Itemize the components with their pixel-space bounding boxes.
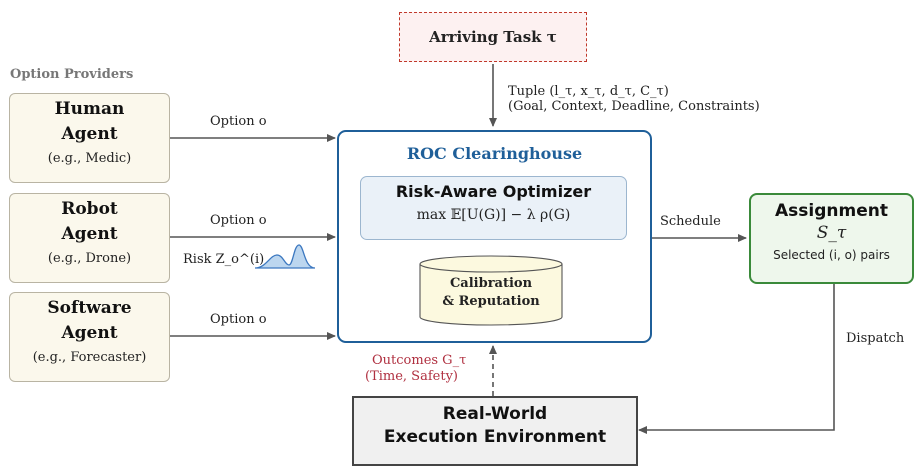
dispatch-arrow xyxy=(638,284,835,434)
option-label-robot: Option o xyxy=(210,213,267,228)
schedule-label: Schedule xyxy=(660,214,721,229)
outcomes-description: (Time, Safety) xyxy=(365,369,458,384)
robot-agent-title-1: Robot xyxy=(61,199,118,219)
environment-title-2: Execution Environment xyxy=(383,427,607,447)
dispatch-label: Dispatch xyxy=(846,331,905,346)
optimizer-formula: max 𝔼[U(G)] − λ ρ(G) xyxy=(416,207,571,223)
software-agent-title-2: Agent xyxy=(61,323,118,343)
calibration-label-1: Calibration xyxy=(449,276,533,291)
calibration-cylinder-shape xyxy=(419,255,563,326)
tuple-label: Tuple (l_τ, x_τ, d_τ, C_τ) xyxy=(508,84,669,99)
assignment-symbol: S_τ xyxy=(816,223,847,243)
tuple-description: (Goal, Context, Deadline, Constraints) xyxy=(508,99,760,114)
risk-distribution-icon xyxy=(254,244,316,269)
robot-agent-example: (e.g., Drone) xyxy=(47,251,132,266)
human-agent-box: Human Agent (e.g., Medic) xyxy=(9,93,170,183)
software-agent-box: Software Agent (e.g., Forecaster) xyxy=(9,292,170,382)
human-agent-title-2: Agent xyxy=(61,124,118,144)
option-label-human: Option o xyxy=(210,114,267,129)
software-agent-title-1: Software xyxy=(47,298,132,318)
human-agent-title-1: Human xyxy=(54,99,125,119)
assignment-subtitle: Selected (i, o) pairs xyxy=(773,248,890,262)
connector-layer xyxy=(170,64,835,434)
arriving-task-label: Arriving Task τ xyxy=(429,28,557,46)
calibration-label-2: & Reputation xyxy=(442,294,540,309)
clearinghouse-title: ROC Clearinghouse xyxy=(406,144,583,163)
outcomes-label: Outcomes G_τ xyxy=(372,353,467,368)
risk-label: Risk Z_o^(i) xyxy=(183,252,265,267)
assignment-box: Assignment S_τ Selected (i, o) pairs xyxy=(749,193,914,284)
robot-agent-box: Robot Agent (e.g., Drone) xyxy=(9,193,170,283)
risk-aware-optimizer-box: Risk-Aware Optimizer max 𝔼[U(G)] − λ ρ(G… xyxy=(360,176,627,240)
optimizer-title: Risk-Aware Optimizer xyxy=(395,182,592,201)
option-label-software: Option o xyxy=(210,312,267,327)
robot-agent-title-2: Agent xyxy=(61,224,118,244)
arriving-task-box: Arriving Task τ xyxy=(399,12,587,62)
execution-environment-box: Real-World Execution Environment xyxy=(352,396,638,466)
environment-title-1: Real-World xyxy=(442,404,548,424)
option-providers-heading: Option Providers xyxy=(10,67,134,82)
software-agent-example: (e.g., Forecaster) xyxy=(32,350,147,365)
assignment-title: Assignment xyxy=(775,201,888,221)
human-agent-example: (e.g., Medic) xyxy=(47,151,132,166)
